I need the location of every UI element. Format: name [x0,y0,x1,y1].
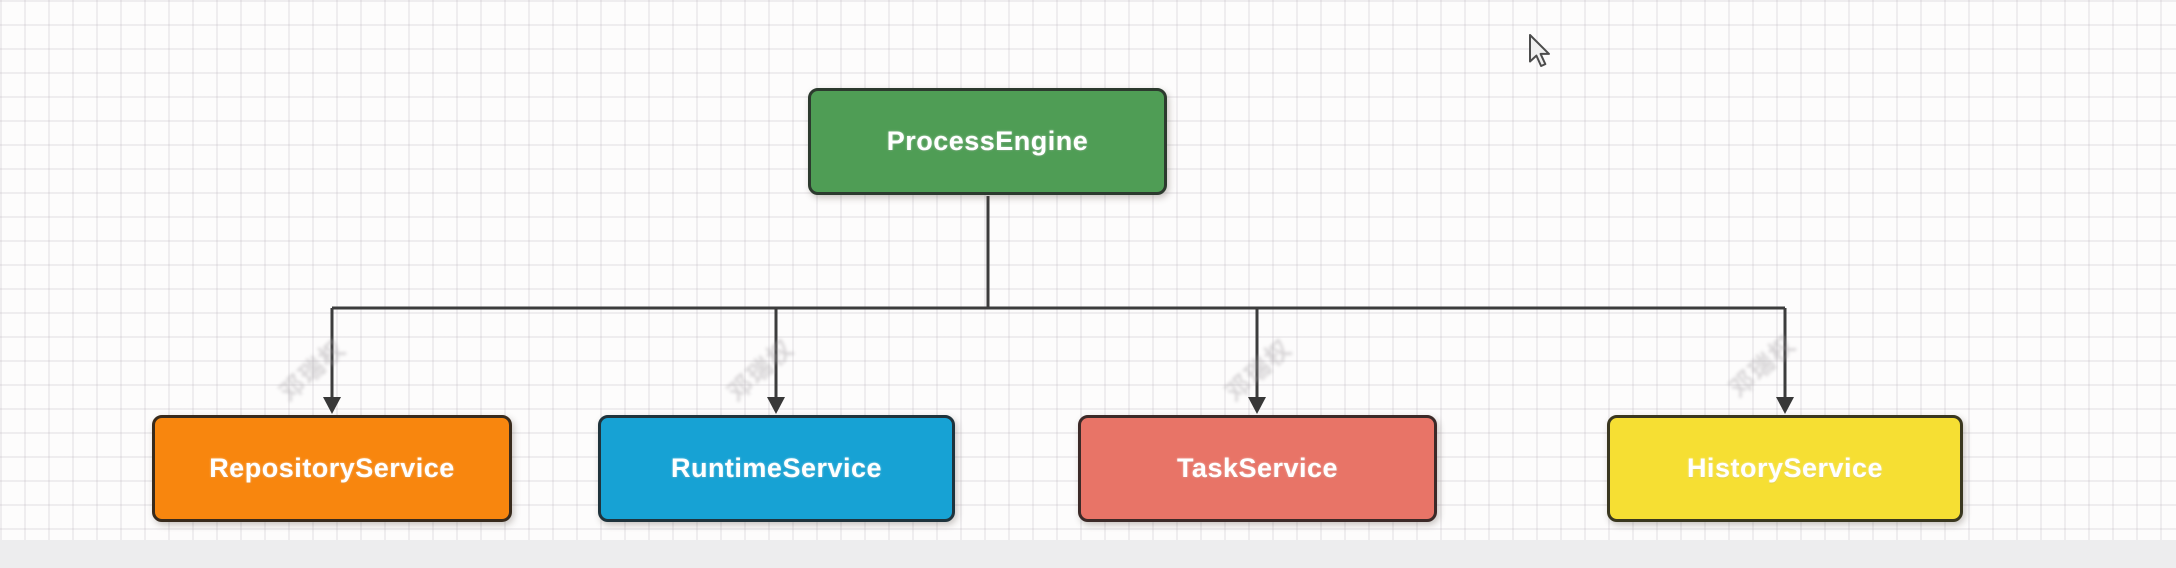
node-label: ProcessEngine [886,126,1089,156]
arrowhead-icon [323,397,341,414]
node-label: HistoryService [1686,453,1884,483]
node-label: TaskService [1176,453,1339,483]
node-runtime-service[interactable]: RuntimeService [598,415,955,522]
node-label: RuntimeService [670,453,883,483]
node-history-service[interactable]: HistoryService [1607,415,1963,522]
node-process-engine[interactable]: ProcessEngine [808,88,1167,195]
arrowhead-icon [767,397,785,414]
bottom-strip [0,540,2176,568]
node-task-service[interactable]: TaskService [1078,415,1437,522]
arrowhead-icon [1776,397,1794,414]
mouse-cursor-icon [1529,34,1550,67]
node-repository-service[interactable]: RepositoryService [152,415,512,522]
node-label: RepositoryService [209,453,455,483]
arrowhead-icon [1248,397,1266,414]
